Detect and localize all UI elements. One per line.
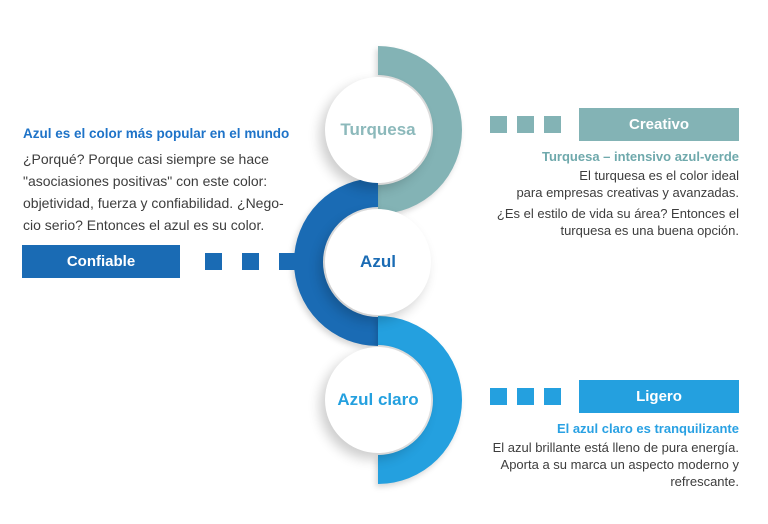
square-icon — [544, 116, 561, 133]
azul-body: ¿Porqué? Porque casi siempre se hace "as… — [23, 148, 289, 236]
node-azul: Azul — [325, 209, 431, 315]
node-azul-claro-label: Azul claro — [337, 390, 419, 409]
azul-claro-body-line: Aporta a su marca un aspecto moderno y — [500, 457, 739, 472]
creativo-badge-row: Creativo — [490, 108, 739, 141]
node-turquesa: Turquesa — [325, 77, 431, 183]
square-icon — [242, 253, 259, 270]
confiable-badge-row: Confiable — [22, 245, 296, 278]
square-icon — [279, 253, 296, 270]
square-icon — [490, 116, 507, 133]
node-azul-claro: Azul claro — [325, 347, 431, 453]
square-icon — [205, 253, 222, 270]
azul-body-line: ¿Porqué? Porque casi siempre se hace — [23, 151, 269, 167]
azul-body-line: cio serio? Entonces el azul es su color. — [23, 217, 265, 233]
turquesa-body-line: El turquesa es el color ideal — [579, 168, 739, 183]
teal-accent-squares — [490, 116, 561, 133]
creativo-badge: Creativo — [579, 108, 739, 141]
ligero-badge-row: Ligero — [490, 380, 739, 413]
azul-heading: Azul es el color más popular en el mundo — [23, 126, 290, 141]
ligero-badge: Ligero — [579, 380, 739, 413]
azul-body-line: objetividad, fuerza y confiabilidad. ¿Ne… — [23, 195, 284, 211]
turquesa-body: El turquesa es el color ideal para empre… — [497, 167, 739, 239]
turquesa-subheading: Turquesa – intensivo azul-verde — [542, 149, 739, 164]
blue-accent-squares — [205, 253, 296, 270]
azul-claro-body-line: refrescante. — [670, 474, 739, 489]
azul-body-line: "asociasiones positivas" con este color: — [23, 173, 268, 189]
azul-claro-description-panel: Ligero El azul claro es tranquilizante E… — [490, 380, 739, 490]
azul-claro-subheading: El azul claro es tranquilizante — [556, 421, 739, 436]
node-azul-label: Azul — [360, 252, 396, 271]
square-icon — [544, 388, 561, 405]
confiable-badge: Confiable — [22, 245, 180, 278]
square-icon — [517, 116, 534, 133]
square-icon — [490, 388, 507, 405]
azul-claro-body: El azul brillante está lleno de pura ene… — [493, 439, 739, 490]
turquesa-body-line: ¿Es el estilo de vida su área? Entonces … — [496, 206, 739, 221]
turquesa-description-panel: Creativo Turquesa – intensivo azul-verde… — [490, 108, 739, 239]
azul-arc — [294, 178, 462, 346]
turquesa-body-line: turquesa es una buena opción. — [560, 223, 739, 238]
node-turquesa-label: Turquesa — [340, 120, 416, 139]
azul-claro-arc — [294, 316, 462, 484]
azul-description-panel: Azul es el color más popular en el mundo… — [23, 126, 289, 236]
square-icon — [517, 388, 534, 405]
azul-claro-body-line: El azul brillante está lleno de pura ene… — [492, 440, 739, 455]
turquesa-arc — [294, 46, 462, 214]
lightblue-accent-squares — [490, 388, 561, 405]
turquesa-body-line: para empresas creativas y avanzadas. — [516, 185, 739, 200]
